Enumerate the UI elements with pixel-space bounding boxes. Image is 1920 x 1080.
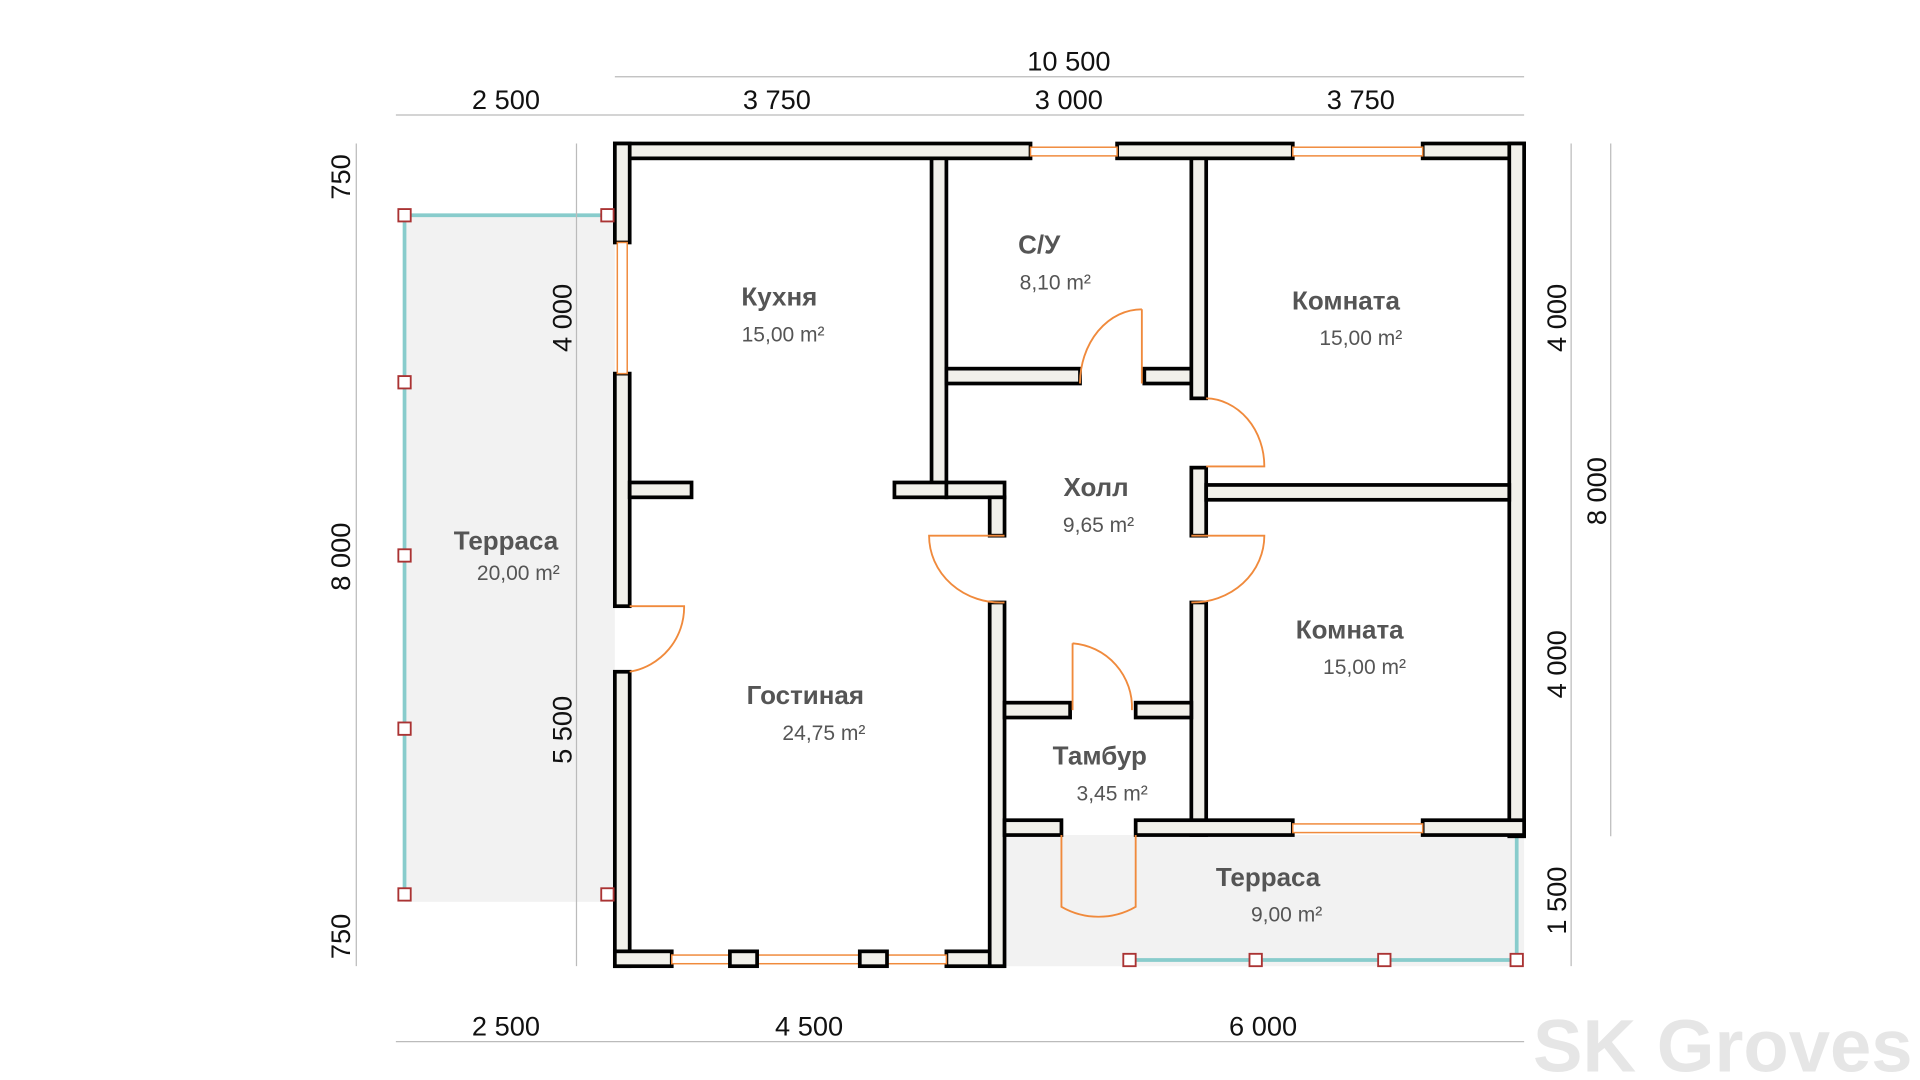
- room-hall-name: Холл: [1063, 472, 1128, 502]
- dim-left-outer-bottom: 750: [325, 914, 356, 959]
- dim-right-inner-mid: 4 000: [1541, 630, 1572, 698]
- room-terrace-left-area: 20,00 m²: [477, 562, 560, 585]
- room-terrace-bottom-area: 9,00 m²: [1251, 904, 1322, 927]
- room-terrace-bottom-name: Терраса: [1216, 862, 1321, 892]
- watermark: SK Groves: [1533, 1004, 1913, 1080]
- terrace-posts: [397, 208, 1524, 968]
- dim-right-inner-bottom: 1 500: [1541, 867, 1572, 935]
- dim-bottom-right: 6 000: [1229, 1010, 1297, 1041]
- dim-bottom-living: 4 500: [775, 1010, 843, 1041]
- dim-left-outer-mid: 8 000: [325, 523, 356, 591]
- dimension-labels: 10 500 2 500 3 750 3 000 3 750 2 500 4 5…: [325, 46, 1612, 1042]
- dim-right-outer: 8 000: [1581, 457, 1612, 525]
- dim-top-bathroom: 3 000: [1035, 84, 1103, 115]
- room-hall-area: 9,65 m²: [1063, 514, 1134, 537]
- doors[interactable]: [629, 308, 1266, 918]
- dim-left-inner-top: 4 000: [547, 284, 578, 352]
- windows: [616, 146, 1424, 969]
- room-bedroom2-area: 15,00 m²: [1323, 656, 1406, 679]
- terrace-left-area: [404, 215, 615, 902]
- room-terrace-left-name: Терраса: [454, 525, 559, 555]
- dimension-lines: [355, 76, 1612, 1043]
- dim-top-total: 10 500: [1027, 46, 1110, 77]
- dim-top-room: 3 750: [1327, 84, 1395, 115]
- room-vestibule-name: Тамбур: [1053, 741, 1147, 771]
- room-living-area: 24,75 m²: [782, 722, 865, 745]
- dim-left-inner-bottom: 5 500: [547, 696, 578, 764]
- terrace-bottom-area: [1004, 835, 1525, 967]
- dim-left-outer-top: 750: [325, 154, 356, 199]
- room-kitchen-area: 15,00 m²: [742, 323, 825, 346]
- room-bathroom-area: 8,10 m²: [1020, 271, 1091, 294]
- room-bathroom-name: С/У: [1018, 230, 1061, 260]
- room-bedroom1-name: Комната: [1292, 285, 1400, 315]
- room-bedroom2-name: Комната: [1296, 614, 1404, 644]
- room-vestibule-area: 3,45 m²: [1077, 782, 1148, 805]
- dim-right-inner-top: 4 000: [1541, 284, 1572, 352]
- room-living-name: Гостиная: [747, 680, 864, 710]
- dim-top-terrace: 2 500: [472, 84, 540, 115]
- dim-bottom-terrace: 2 500: [472, 1010, 540, 1041]
- room-kitchen-name: Кухня: [741, 282, 817, 312]
- room-labels: Кухня 15,00 m² С/У 8,10 m² Комната 15,00…: [454, 230, 1406, 927]
- room-bedroom1-area: 15,00 m²: [1319, 327, 1402, 350]
- dim-top-kitchen: 3 750: [743, 84, 811, 115]
